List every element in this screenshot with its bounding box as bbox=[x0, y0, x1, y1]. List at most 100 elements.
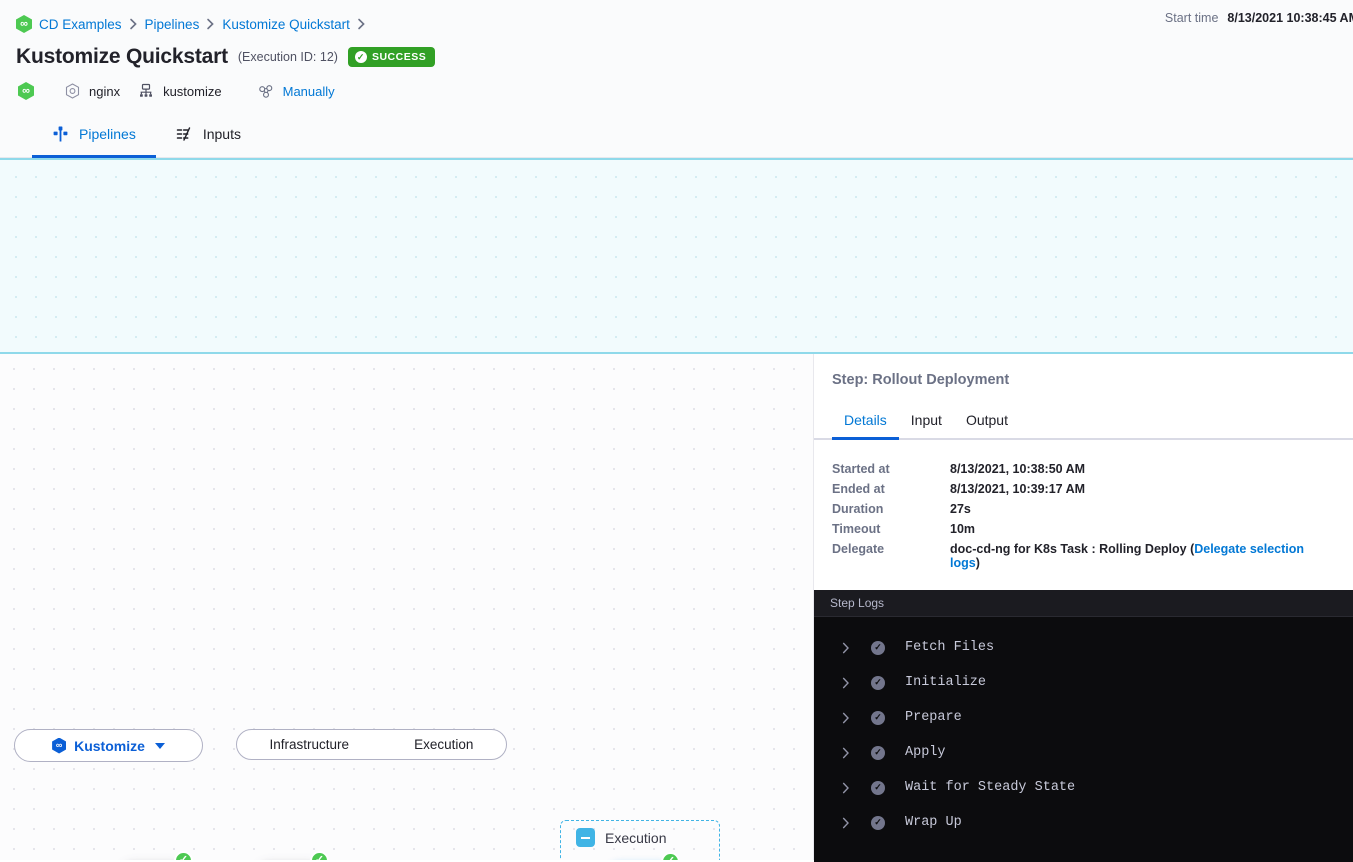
tab-input-label: Input bbox=[910, 412, 942, 428]
detail-row-timeout: Timeout 10m bbox=[832, 522, 1335, 542]
start-time: Start time 8/13/2021 10:38:45 AM bbox=[1165, 11, 1353, 25]
detail-key-started-at: Started at bbox=[832, 462, 890, 476]
step-detail-header: Step: Rollout Deployment bbox=[814, 354, 1353, 388]
step-detail-tabs: Details Input Output bbox=[814, 402, 1353, 440]
step-logs-console: Step Logs ✓ Fetch Files ✓ Initialize bbox=[814, 590, 1353, 862]
chevron-right-icon-3 bbox=[357, 18, 366, 30]
log-status-success-icon-2: ✓ bbox=[871, 710, 885, 725]
harness-hex-icon-small: ∞ bbox=[18, 82, 34, 100]
detail-key-duration: Duration bbox=[832, 502, 884, 516]
breadcrumb-item-cd-examples[interactable]: CD Examples bbox=[39, 16, 122, 32]
step-detail-properties: Started at 8/13/2021, 10:38:50 AM Ended … bbox=[814, 440, 1353, 570]
log-name-4: Wait for Steady State bbox=[905, 780, 1076, 795]
trigger-icon bbox=[258, 83, 274, 99]
tab-inputs[interactable]: Inputs bbox=[156, 110, 261, 157]
execution-id: (Execution ID: 12) bbox=[237, 50, 338, 64]
log-row-apply[interactable]: ✓ Apply bbox=[814, 735, 1353, 770]
detail-value-timeout: 10m bbox=[950, 522, 976, 536]
execution-group-header: Execution bbox=[576, 828, 666, 847]
detail-value-delegate: doc-cd-ng for K8s Task : Rolling Deploy … bbox=[950, 542, 1335, 570]
detail-row-ended-at: Ended at 8/13/2021, 10:39:17 AM bbox=[832, 482, 1335, 502]
stage-selector[interactable]: ∞ Kustomize bbox=[14, 729, 203, 762]
meta-service-label: nginx bbox=[89, 83, 121, 99]
phase-execution[interactable]: Execution bbox=[414, 737, 474, 752]
stage-graph-canvas[interactable]: ∞ Kustomize Infrastructure Execution bbox=[0, 354, 814, 860]
step-detail-title: Step: Rollout Deployment bbox=[832, 372, 1010, 388]
tab-input[interactable]: Input bbox=[899, 402, 954, 438]
meta-item-service: nginx bbox=[64, 83, 120, 99]
detail-row-delegate: Delegate doc-cd-ng for K8s Task : Rollin… bbox=[832, 542, 1335, 570]
node-infrastructure-status-success-icon: ✓ bbox=[310, 851, 329, 860]
breadcrumb-item-kustomize-quickstart[interactable]: Kustomize Quickstart bbox=[222, 16, 350, 32]
delegate-selection-logs-link[interactable]: Delegate selection logs bbox=[950, 542, 1304, 570]
log-row-prepare[interactable]: ✓ Prepare bbox=[814, 700, 1353, 735]
log-status-success-icon-4: ✓ bbox=[871, 780, 885, 795]
log-status-success-icon-3: ✓ bbox=[871, 745, 885, 760]
node-service-status-success-icon: ✓ bbox=[174, 851, 193, 860]
execution-meta-row: ∞ nginx bbox=[16, 76, 1353, 106]
harness-hex-icon: ∞ bbox=[16, 15, 32, 33]
chevron-right-icon-2 bbox=[206, 18, 215, 30]
breadcrumb: ∞ CD Examples Pipelines Kustomize Quicks… bbox=[16, 0, 1353, 40]
detail-value-ended-at: 8/13/2021, 10:39:17 AM bbox=[950, 482, 1086, 496]
log-status-success-icon-5: ✓ bbox=[871, 815, 885, 830]
log-name-2: Prepare bbox=[905, 710, 962, 725]
log-name-3: Apply bbox=[905, 745, 946, 760]
delegate-text-suffix: ) bbox=[975, 556, 980, 570]
log-row-initialize[interactable]: ✓ Initialize bbox=[814, 665, 1353, 700]
log-name-5: Wrap Up bbox=[905, 815, 962, 830]
chevron-right-icon-log-5[interactable] bbox=[842, 817, 858, 829]
log-row-wrap-up[interactable]: ✓ Wrap Up bbox=[814, 805, 1353, 840]
detail-key-ended-at: Ended at bbox=[832, 482, 885, 496]
pipeline-overview-canvas[interactable]: ∞ ✓ Kustomize bbox=[0, 158, 1353, 354]
collapse-icon[interactable] bbox=[576, 828, 595, 847]
log-name-0: Fetch Files bbox=[905, 640, 995, 655]
step-logs-title: Step Logs bbox=[830, 596, 885, 610]
tab-output-label: Output bbox=[965, 412, 1008, 428]
chevron-right-icon-log-1[interactable] bbox=[842, 677, 858, 689]
meta-item-infrastructure: kustomize bbox=[138, 83, 222, 99]
chevron-down-icon bbox=[154, 742, 165, 749]
log-name-1: Initialize bbox=[905, 675, 987, 690]
detail-row-started-at: Started at 8/13/2021, 10:38:50 AM bbox=[832, 462, 1335, 482]
log-status-success-icon-0: ✓ bbox=[871, 640, 885, 655]
detail-key-delegate: Delegate bbox=[832, 542, 885, 556]
step-logs-list: ✓ Fetch Files ✓ Initialize ✓ Prepare bbox=[814, 617, 1353, 840]
tab-pipelines[interactable]: Pipelines bbox=[32, 110, 156, 158]
title-row: Kustomize Quickstart (Execution ID: 12) … bbox=[16, 40, 1353, 74]
main-tabbar: Pipelines Inputs bbox=[0, 110, 1353, 158]
tab-pipelines-label: Pipelines bbox=[79, 125, 136, 142]
meta-infrastructure-label: kustomize bbox=[163, 83, 222, 99]
chevron-right-icon-log-0[interactable] bbox=[842, 642, 858, 654]
tab-details[interactable]: Details bbox=[832, 402, 899, 440]
meta-trigger-label[interactable]: Manually bbox=[282, 83, 335, 99]
chevron-right-icon-log-3[interactable] bbox=[842, 747, 858, 759]
detail-key-timeout: Timeout bbox=[832, 522, 881, 536]
phase-toggle[interactable]: Infrastructure Execution bbox=[236, 729, 507, 760]
delegate-text-prefix: doc-cd-ng for K8s Task : Rolling Deploy … bbox=[950, 542, 1195, 556]
check-icon: ✓ bbox=[354, 51, 367, 63]
inputs-icon bbox=[176, 125, 193, 142]
chevron-right-icon bbox=[129, 18, 138, 30]
detail-value-duration: 27s bbox=[950, 502, 971, 516]
step-logs-header: Step Logs bbox=[814, 590, 1353, 617]
execution-group-box[interactable] bbox=[560, 820, 720, 860]
meta-item-trigger[interactable]: Manually bbox=[258, 83, 335, 99]
detail-row-duration: Duration 27s bbox=[832, 502, 1335, 522]
tab-inputs-label: Inputs bbox=[202, 125, 241, 142]
log-row-fetch-files[interactable]: ✓ Fetch Files bbox=[814, 630, 1353, 665]
start-time-label: Start time bbox=[1164, 11, 1219, 25]
log-status-success-icon-1: ✓ bbox=[871, 675, 885, 690]
phase-infrastructure[interactable]: Infrastructure bbox=[269, 737, 350, 752]
log-row-wait-for-steady-state[interactable]: ✓ Wait for Steady State bbox=[814, 770, 1353, 805]
detail-value-started-at: 8/13/2021, 10:38:50 AM bbox=[950, 462, 1086, 476]
chevron-right-icon-log-4[interactable] bbox=[842, 782, 858, 794]
page-title: Kustomize Quickstart bbox=[16, 45, 228, 68]
harness-hex-icon-selector: ∞ bbox=[52, 737, 67, 754]
start-time-value: 8/13/2021 10:38:45 AM bbox=[1227, 11, 1353, 25]
execution-group-title: Execution bbox=[605, 829, 667, 846]
breadcrumb-item-pipelines[interactable]: Pipelines bbox=[144, 16, 200, 32]
chevron-right-icon-log-2[interactable] bbox=[842, 712, 858, 724]
tab-output[interactable]: Output bbox=[954, 402, 1020, 438]
